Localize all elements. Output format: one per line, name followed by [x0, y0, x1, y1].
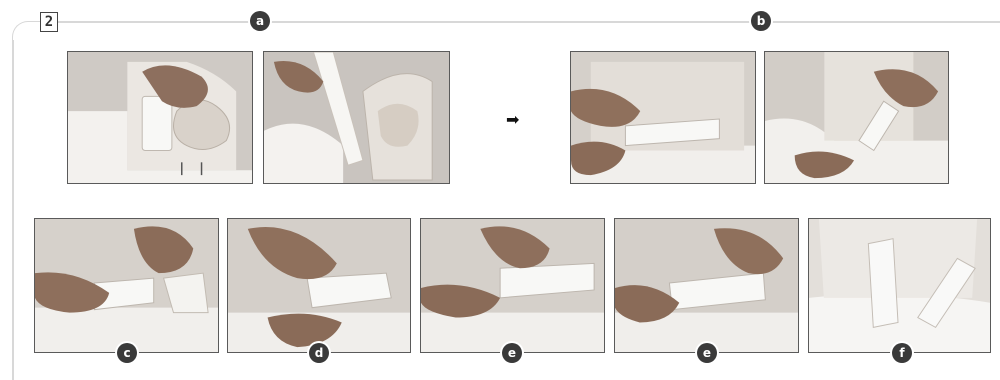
badge-b: b [751, 11, 771, 31]
photo-a-1 [67, 51, 253, 184]
frame-left-line [12, 40, 14, 380]
photo-b-2 [764, 51, 949, 184]
badge-e-2: e [697, 343, 717, 363]
photo-a-2-illustration [264, 52, 449, 183]
badge-e-1: e [502, 343, 522, 363]
photo-b-2-illustration [765, 52, 948, 183]
photo-a-2 [263, 51, 450, 184]
photo-d [227, 218, 411, 353]
step-number-box: 2 [40, 12, 58, 32]
photo-c [34, 218, 219, 353]
photo-b-1-illustration [571, 52, 755, 183]
frame-corner [12, 21, 40, 41]
photo-f [808, 218, 991, 353]
photo-f-illustration [809, 219, 990, 352]
photo-e-1-illustration [421, 219, 604, 352]
photo-b-1 [570, 51, 756, 184]
photo-e-2 [614, 218, 799, 353]
photo-e-1 [420, 218, 605, 353]
badge-c: c [117, 343, 137, 363]
badge-a: a [250, 11, 270, 31]
photo-e-2-illustration [615, 219, 798, 352]
frame-top-line [58, 21, 1000, 23]
photo-d-illustration [228, 219, 410, 352]
badge-d: d [309, 343, 329, 363]
photo-c-illustration [35, 219, 218, 352]
photo-a-1-illustration [68, 52, 252, 183]
right-arrow-icon: ➡ [506, 110, 519, 129]
badge-f: f [892, 343, 912, 363]
